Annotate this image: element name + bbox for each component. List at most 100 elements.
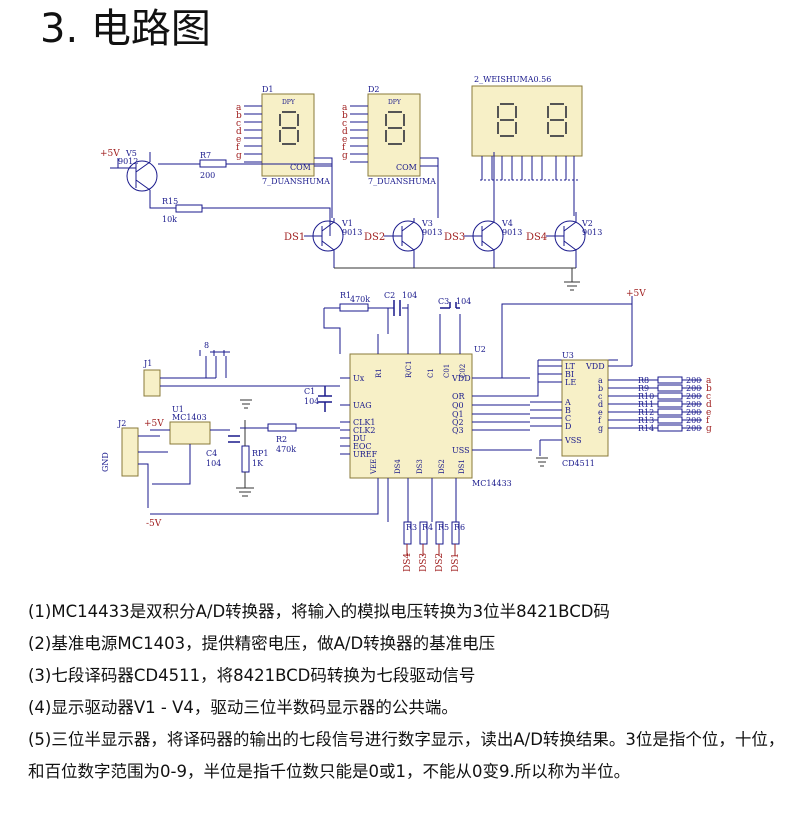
d2-seg-4: e — [342, 135, 347, 145]
bottom-ds-3: DS1 — [451, 553, 461, 572]
d1-seg-5: f — [236, 143, 240, 153]
seg-resistor-value-1: 200 — [686, 384, 701, 393]
label-p5-top: +5V — [100, 149, 120, 159]
label-v1: V1 — [341, 219, 353, 228]
seg-resistor-value-2: 200 — [686, 392, 701, 401]
label-v3: V3 — [421, 219, 433, 228]
label-u1n: MC1403 — [172, 413, 207, 422]
u3-right-pin-0: VDD — [585, 362, 605, 371]
resistor-r15 — [175, 204, 203, 213]
label-m5: -5V — [146, 519, 162, 529]
label-v2t: 9013 — [582, 228, 602, 237]
seg-resistor-6: R14 — [638, 424, 654, 433]
label-v2: V2 — [581, 219, 593, 228]
u2-left-pin-3: CLK2 — [353, 426, 376, 435]
note-2: (2)基准电源MC1403，提供精密电压，做A/D转换器的基准电压 — [28, 634, 496, 653]
label-rp1: RP1 — [252, 449, 269, 458]
label-u3n: CD4511 — [562, 459, 595, 468]
d1-seg-4: e — [236, 135, 241, 145]
port-ds4: DS4 — [526, 232, 547, 243]
u2-left-pin-4: DU — [353, 434, 366, 443]
d2-seg-2: c — [342, 119, 347, 129]
d2-seg-0: a — [342, 103, 348, 113]
note-1: (1)MC14433是双积分A/D转换器，将输入的模拟电压转换为3位半8421B… — [28, 602, 610, 621]
resistor-r2 — [267, 423, 297, 432]
u2-right-pin-3: Q1 — [452, 410, 464, 419]
u2-right-pin-0: VDD — [451, 374, 471, 383]
u3-right-pin-3: c — [598, 392, 603, 401]
seg-output-0: a — [706, 376, 712, 386]
u3-left-pin-7: VSS — [564, 436, 582, 445]
d2-seg-3: d — [342, 127, 348, 137]
bottom-ds-1: DS3 — [419, 553, 429, 572]
title-text: 电路图 — [90, 6, 211, 52]
u2-right-pin-5: Q3 — [452, 426, 464, 435]
u2-left-pin-2: CLK1 — [353, 418, 376, 427]
label-disp3: 2_WEISHUMA0.56 — [474, 75, 551, 84]
note-5: (5)三位半显示器，将译码器的输出的七段信号进行数字显示，读出A/D转换结果。3… — [28, 730, 785, 781]
seg-output-4: e — [706, 408, 711, 418]
seg-output-5: f — [706, 416, 710, 426]
circuit-schematic: +5V +5V +5V -5V DS1 DS2 DS3 DS4 D1 D2 7_… — [100, 75, 712, 572]
label-pin8: 8 — [204, 341, 209, 350]
label-u2n: MC14433 — [472, 479, 512, 488]
seg-resistor-2: R10 — [638, 392, 654, 401]
seg-resistor-3: R11 — [638, 400, 654, 409]
seg-output-1: b — [706, 384, 712, 394]
u2-bottom-pin-1: DS4 — [394, 459, 402, 474]
label-d2: D2 — [368, 85, 380, 94]
port-ds3: DS3 — [444, 232, 465, 243]
label-j1: J1 — [143, 359, 152, 368]
d2-seg-1: b — [342, 111, 348, 121]
d2-seg-5: f — [342, 143, 346, 153]
seg-resistor-value-4: 200 — [686, 408, 701, 417]
u2-right-pin-6: USS — [452, 446, 470, 455]
d1-seg-0: a — [236, 103, 242, 113]
seg-resistor-0: R8 — [638, 376, 649, 385]
chip-u2 — [349, 353, 473, 479]
label-dpy-2: DPY — [388, 99, 402, 106]
u3-left-pin-1: BI — [565, 370, 574, 379]
seg-resistor-value-5: 200 — [686, 416, 701, 425]
label-r2v: 470k — [276, 445, 296, 454]
u3-right-pin-2: b — [598, 384, 603, 393]
note-3: (3)七段译码器CD4511，将8421BCD码转换为七段驱动信号 — [28, 666, 476, 685]
display-d1 — [261, 93, 315, 177]
seg-output-2: c — [706, 392, 711, 402]
label-v1t: 9013 — [342, 228, 362, 237]
u2-bottom-pin-3: DS2 — [438, 459, 446, 474]
segment-resistors — [657, 376, 683, 432]
d1-seg-1: b — [236, 111, 242, 121]
d2-seg-6: g — [342, 151, 348, 161]
label-r3: R3 — [406, 523, 417, 532]
u3-right-pin-1: a — [598, 376, 603, 385]
u3-left-pin-3: A — [564, 398, 571, 407]
seg-output-6: g — [706, 424, 712, 434]
label-disp2: 7_DUANSHUMA — [368, 177, 436, 186]
label-c4: C4 — [206, 449, 217, 458]
label-v4: V4 — [501, 219, 513, 228]
label-rp1v: 1K — [252, 459, 264, 468]
label-v5: V5 — [125, 149, 137, 158]
bottom-ds-2: DS2 — [435, 553, 445, 572]
u2-left-pin-5: EOC — [353, 442, 372, 451]
label-r5: R5 — [438, 523, 449, 532]
port-ds2: DS2 — [364, 232, 385, 243]
label-com-2: COM — [396, 163, 417, 172]
label-disp1: 7_DUANSHUMA — [262, 177, 330, 186]
u2-right-pin-4: Q2 — [452, 418, 464, 427]
label-r4: R4 — [422, 523, 433, 532]
u2-top-pin-2: C1 — [427, 368, 435, 378]
notes: (1)MC14433是双积分A/D转换器，将输入的模拟电压转换为3位半8421B… — [28, 596, 798, 788]
seg-resistor-value-0: 200 — [686, 376, 701, 385]
u2-left-pin-1: UAG — [353, 401, 372, 410]
u2-top-pin-4: C02 — [459, 364, 467, 378]
label-p5-mid: +5V — [144, 419, 164, 429]
label-r1: R1 — [340, 291, 351, 300]
digit-glyph-2 — [385, 111, 405, 145]
